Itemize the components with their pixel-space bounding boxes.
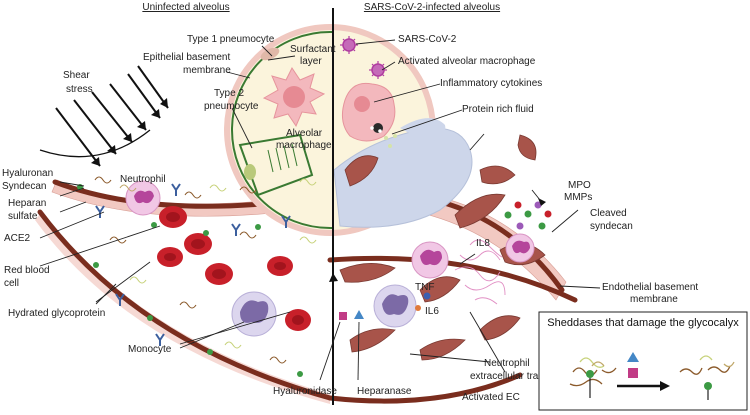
type2-pneumocyte xyxy=(238,133,314,197)
label-hydrated-glycoprotein: Hydrated glycoprotein xyxy=(8,308,105,319)
monocyte xyxy=(231,291,277,337)
ace2-markers xyxy=(95,183,291,346)
label-net-1: Neutrophil xyxy=(484,358,530,369)
inset-hyaluronidase-square xyxy=(628,368,638,378)
label-rbc-2: cell xyxy=(4,278,19,289)
label-activated-mac: Activated alveolar macrophage xyxy=(398,56,536,67)
monocyte-right xyxy=(373,284,417,328)
syndecan-markers xyxy=(77,184,303,377)
label-mpo: MPO xyxy=(568,180,591,191)
label-tnf: TNF xyxy=(415,282,434,293)
red-blood-cell xyxy=(285,309,311,331)
label-hyaluronan: Hyaluronan xyxy=(2,168,53,179)
leader-lines xyxy=(39,39,601,381)
neutrophil xyxy=(125,180,161,216)
heparanase-symbol xyxy=(354,310,364,319)
label-shear-1: Shear xyxy=(63,70,90,81)
tnf-molecule xyxy=(423,292,431,300)
label-cleaved-1: Cleaved xyxy=(590,208,627,219)
label-protein-rich-fluid: Protein rich fluid xyxy=(462,104,534,115)
label-syndecan: Syndecan xyxy=(2,181,46,192)
label-net-2: extracellular traps xyxy=(470,371,549,382)
label-surfactant-1: Surfactant xyxy=(290,44,336,55)
label-endothelial-bm-2: membrane xyxy=(630,294,678,305)
label-hyaluronidase: Hyaluronidase xyxy=(273,386,337,397)
label-type2-2: pneumocyte xyxy=(204,101,259,112)
label-shear-2: stress xyxy=(66,84,93,95)
sheddase-inset: Sheddases that damage the glycocalyx xyxy=(538,311,748,411)
header-uninfected: Uninfected alveolus xyxy=(142,2,229,13)
label-heparan-2: sulfate xyxy=(8,211,38,222)
label-type2-1: Type 2 xyxy=(214,88,244,99)
red-blood-cell xyxy=(159,206,187,228)
label-cleaved-2: syndecan xyxy=(590,221,633,232)
il6-molecule xyxy=(415,305,421,311)
label-heparanase: Heparanase xyxy=(357,386,412,397)
neutrophil-activated xyxy=(411,241,449,279)
label-epithelial-bm-2: membrane xyxy=(183,65,231,76)
virus-particle xyxy=(369,61,387,79)
neutrophil-extracellular-traps xyxy=(454,239,506,305)
label-sars-cov2: SARS-CoV-2 xyxy=(398,34,457,45)
label-activated-ec: Activated EC xyxy=(462,392,520,403)
neutrophil-right-2 xyxy=(505,233,535,263)
label-heparan-1: Heparan xyxy=(8,198,46,209)
mpo-mmp-dots xyxy=(504,201,552,230)
label-alveolar-mac-1: Alveolar xyxy=(286,128,323,139)
label-neutrophil: Neutrophil xyxy=(120,174,166,185)
label-inflammatory-cytokines: Inflammatory cytokines xyxy=(440,78,542,89)
outer-membrane-left xyxy=(37,209,333,401)
label-epithelial-bm-1: Epithelial basement xyxy=(143,52,230,63)
label-il8: IL8 xyxy=(476,238,490,249)
red-blood-cell xyxy=(157,247,183,267)
label-monocyte: Monocyte xyxy=(128,344,172,355)
red-blood-cell xyxy=(267,256,293,276)
label-type1-pneumocyte: Type 1 pneumocyte xyxy=(187,34,275,45)
label-alveolar-mac-2: macrophage xyxy=(276,140,332,151)
label-rbc-1: Red blood xyxy=(4,265,50,276)
label-il6: IL6 xyxy=(425,306,439,317)
label-endothelial-bm-1: Endothelial basement xyxy=(602,282,698,293)
virus-particle xyxy=(340,36,358,54)
inset-title: Sheddases that damage the glycocalyx xyxy=(547,317,739,329)
header-infected: SARS-CoV-2-infected alveolus xyxy=(364,2,500,13)
alveolar-macrophage xyxy=(262,67,326,128)
outer-membrane-right xyxy=(327,372,523,404)
protein-rich-fluid xyxy=(333,127,473,228)
hyaluronidase-symbol xyxy=(339,312,347,320)
label-surfactant-2: layer xyxy=(300,56,322,67)
label-ace2: ACE2 xyxy=(4,233,31,244)
label-mmps: MMPs xyxy=(564,192,592,203)
endothelial-basement-membrane xyxy=(327,255,578,303)
inset-heparanase-triangle xyxy=(627,352,639,362)
red-blood-cell xyxy=(205,263,233,285)
activated-alveolar-macrophage xyxy=(341,82,397,148)
red-blood-cell xyxy=(184,233,212,255)
